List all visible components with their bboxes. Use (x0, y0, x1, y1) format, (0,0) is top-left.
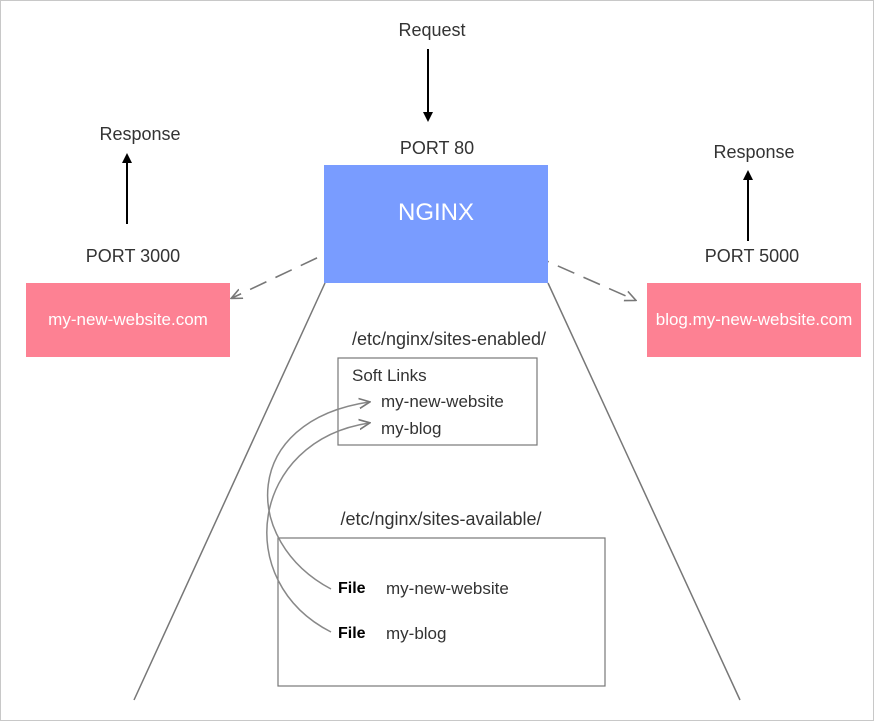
nginx-port-label: PORT 80 (399, 138, 475, 158)
sites-available-box (277, 537, 606, 687)
trapezoid-right-edge (547, 282, 741, 701)
right-site-box: blog.my-new-website.com (647, 283, 861, 357)
soft-links-heading: Soft Links (352, 366, 427, 385)
left-response-label: Response (99, 124, 181, 144)
soft-link-item: my-blog (381, 419, 442, 438)
sites-enabled-box (337, 357, 538, 446)
left-port-label: PORT 3000 (85, 246, 181, 266)
request-label: Request (398, 20, 466, 40)
softlink-curve-website (266, 402, 369, 590)
softlink-curve-blog (266, 423, 369, 633)
right-port-label: PORT 5000 (704, 246, 800, 266)
right-site-domain: blog.my-new-website.com (655, 310, 853, 329)
file-name: my-new-website (386, 579, 509, 598)
trapezoid-left-edge (133, 282, 326, 701)
left-site-domain: my-new-website.com (48, 310, 208, 329)
file-kind-label: File (338, 625, 366, 642)
soft-link-item: my-new-website (381, 392, 504, 411)
right-response-label: Response (713, 142, 795, 162)
nginx-box: NGINX (324, 165, 548, 283)
left-site-box: my-new-website.com (26, 283, 230, 357)
sites-available-path: /etc/nginx/sites-available/ (340, 509, 542, 529)
nginx-name: NGINX (397, 199, 474, 226)
sites-enabled-path: /etc/nginx/sites-enabled/ (351, 329, 547, 349)
file-name: my-blog (386, 624, 447, 643)
file-kind-label: File (338, 580, 366, 597)
